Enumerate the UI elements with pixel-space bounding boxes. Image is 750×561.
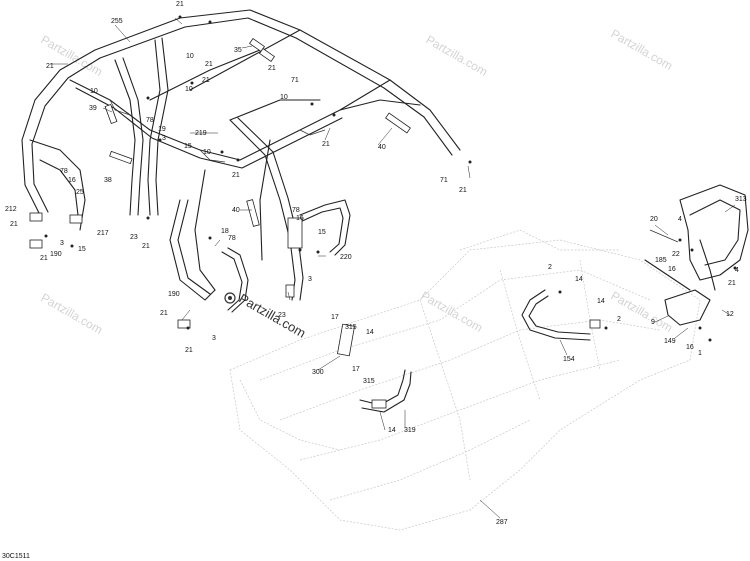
callout-label: 21 — [40, 255, 48, 262]
callout-label: 22 — [672, 251, 680, 258]
small-parts — [29, 15, 737, 409]
callout-label: 21 — [459, 187, 467, 194]
callout-label: 319 — [404, 427, 416, 434]
callout-label: 21 — [728, 280, 736, 287]
callout-label: 71 — [440, 177, 448, 184]
callout-label: 78 — [292, 207, 300, 214]
callout-label: 20 — [650, 216, 658, 223]
callout-label: 71 — [291, 77, 299, 84]
callout-label: 313 — [735, 196, 747, 203]
rear-bar-154 — [521, 289, 591, 341]
callout-label: 21 — [185, 347, 193, 354]
callout-label: 315 — [345, 324, 357, 331]
callout-label: 3 — [60, 240, 64, 247]
callout-label: 10 — [186, 53, 194, 60]
callout-label: 15 — [184, 143, 192, 150]
watermark-text: Partzilla.com — [609, 26, 675, 72]
callout-label: 154 — [563, 356, 575, 363]
grab-bar — [221, 247, 249, 313]
callout-label: 212 — [5, 206, 17, 213]
diagram-code: 30C1511 — [2, 553, 30, 560]
callout-label: 21 — [142, 243, 150, 250]
bracket-assembly-313 — [644, 184, 749, 326]
callout-label: 14 — [388, 427, 396, 434]
callout-label: 16 — [668, 266, 676, 273]
callout-labels: 255 21 21 10 10 21 35 21 71 21 10 10 39 … — [5, 1, 747, 526]
side-bar-right — [299, 199, 351, 256]
callout-label: 40 — [232, 207, 240, 214]
callout-label: 255 — [111, 18, 123, 25]
callout-label: 78 — [228, 235, 236, 242]
callout-label: 185 — [655, 257, 667, 264]
callout-label: 21 — [46, 63, 54, 70]
watermark-text: Partzilla.com — [424, 32, 490, 78]
callout-label: 10 — [203, 149, 211, 156]
callout-label: 21 — [176, 1, 184, 8]
callout-label: 19 — [158, 126, 166, 133]
callout-label: 12 — [726, 311, 734, 318]
callout-label: 78 — [60, 168, 68, 175]
callout-label: 190 — [50, 251, 62, 258]
callout-label: 315 — [363, 378, 375, 385]
watermark-text: Partzilla.com — [609, 288, 675, 334]
callout-label: 35 — [234, 47, 242, 54]
callout-label: 10 — [90, 88, 98, 95]
callout-label: 15 — [318, 229, 326, 236]
callout-label: 21 — [268, 65, 276, 72]
callout-label: 78 — [146, 117, 154, 124]
partzilla-logo: Partzilla.com — [224, 291, 309, 341]
callout-label: 4 — [678, 216, 682, 223]
callout-label: 4 — [735, 267, 739, 274]
callout-label: 14 — [597, 298, 605, 305]
callout-label: 39 — [89, 105, 97, 112]
callout-label: 21 — [232, 172, 240, 179]
callout-label: 21 — [322, 141, 330, 148]
callout-label: 21 — [10, 221, 18, 228]
callout-label: 15 — [78, 246, 86, 253]
callout-label: 10 — [185, 86, 193, 93]
roll-cage-frame — [21, 9, 461, 301]
callout-label: 217 — [97, 230, 109, 237]
callout-label: 300 — [312, 369, 324, 376]
callout-label: 3 — [308, 276, 312, 283]
callout-label: 149 — [664, 338, 676, 345]
leader-lines — [50, 17, 736, 519]
callout-label: 25 — [76, 189, 84, 196]
callout-label: 21 — [160, 310, 168, 317]
callout-label: 14 — [575, 276, 583, 283]
callout-label: 18 — [221, 228, 229, 235]
callout-label: 220 — [340, 254, 352, 261]
callout-label: 190 — [168, 291, 180, 298]
callout-label: 9 — [651, 319, 655, 326]
watermark-center-text: Partzilla.com — [237, 291, 309, 341]
callout-label: 23 — [130, 234, 138, 241]
callout-label: 17 — [352, 366, 360, 373]
callout-label: 16 — [686, 344, 694, 351]
watermark-layer: Partzilla.com Partzilla.com Partzilla.co… — [39, 26, 675, 340]
watermark-text: Partzilla.com — [39, 32, 105, 78]
callout-label: 219 — [195, 130, 207, 137]
callout-label: 14 — [366, 329, 374, 336]
callout-label: 23 — [278, 312, 286, 319]
callout-label: 3 — [162, 135, 166, 142]
callout-label: 17 — [331, 314, 339, 321]
callout-label: 40 — [378, 144, 386, 151]
watermark-text: Partzilla.com — [39, 290, 105, 336]
callout-label: 21 — [202, 77, 210, 84]
callout-label: 16 — [68, 177, 76, 184]
callout-label: 2 — [548, 264, 552, 271]
callout-label: 16 — [296, 215, 304, 222]
callout-label: 2 — [617, 316, 621, 323]
callout-label: 3 — [212, 335, 216, 342]
callout-label: 287 — [496, 519, 508, 526]
callout-label: 10 — [280, 94, 288, 101]
callout-label: 21 — [205, 61, 213, 68]
watermark-text: Partzilla.com — [419, 288, 485, 334]
vehicle-chassis-ghost — [229, 229, 701, 531]
callout-label: 38 — [104, 177, 112, 184]
callout-label: 1 — [698, 350, 702, 357]
